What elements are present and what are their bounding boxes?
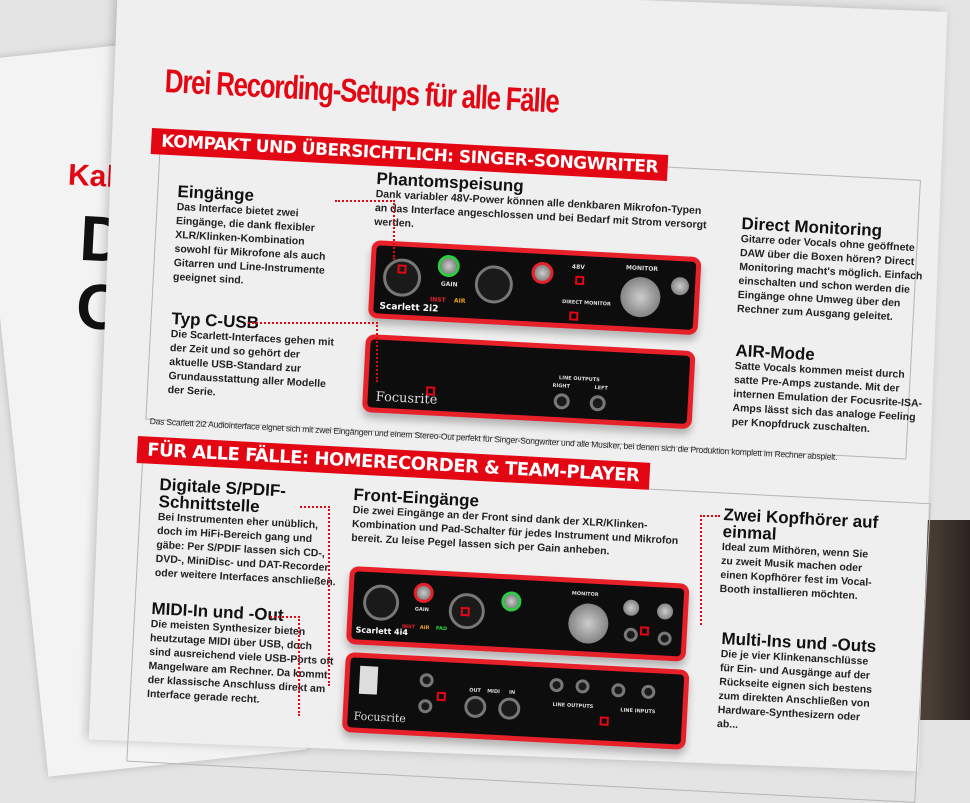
callout-text: Gitarre oder Vocals ohne geöffnete DAW ü… bbox=[736, 232, 923, 324]
left-label: LEFT bbox=[594, 385, 609, 392]
leader-line bbox=[270, 616, 300, 716]
line-in-jack bbox=[640, 684, 656, 700]
inst-label: INST bbox=[429, 296, 446, 304]
callout-kopfhoerer: Zwei Kopfhörer auf einmal Ideal zum Mith… bbox=[719, 505, 883, 604]
phantom-label: 48V bbox=[571, 263, 586, 272]
headphone-level-knob bbox=[670, 276, 690, 296]
air-label: AIR bbox=[453, 297, 466, 305]
line-out-left-jack bbox=[589, 394, 607, 412]
callout-marker bbox=[639, 626, 650, 636]
midi-in-label: IN bbox=[508, 689, 516, 696]
device-model-label: Scarlett 4i4 bbox=[355, 625, 409, 638]
callout-multi-ins-outs: Multi-Ins und -Outs Die je vier Klinkena… bbox=[716, 629, 882, 739]
monitor-knob bbox=[567, 602, 610, 645]
callout-marker bbox=[397, 264, 407, 274]
line-out-jack bbox=[575, 679, 590, 694]
gain-knob-2 bbox=[500, 590, 522, 613]
callout-marker bbox=[460, 606, 471, 617]
callout-direct-monitoring: Direct Monitoring Gitarre oder Vocals oh… bbox=[736, 214, 932, 326]
right-label: RIGHT bbox=[552, 382, 571, 390]
monitor-label: MONITOR bbox=[571, 590, 599, 599]
device-model-label: Scarlett 2i2 bbox=[379, 301, 439, 315]
callout-marker bbox=[599, 716, 609, 726]
brand-logo: Focusrite bbox=[353, 709, 407, 726]
callout-marker bbox=[569, 311, 579, 321]
leader-line bbox=[700, 515, 720, 625]
gain-knob-2 bbox=[530, 261, 555, 285]
spdif-in-jack bbox=[417, 698, 433, 714]
headphone-1-jack bbox=[623, 627, 639, 643]
callout-text: Das Interface bietet zwei Eingänge, die … bbox=[172, 200, 326, 287]
spdif-out-jack bbox=[419, 672, 434, 688]
gain-knob-1 bbox=[413, 582, 435, 604]
gain-label: GAIN bbox=[414, 606, 429, 614]
line-inputs-label: LINE INPUTS bbox=[620, 707, 656, 716]
headphone-2-knob bbox=[656, 603, 674, 620]
usb-c-marker bbox=[425, 386, 436, 396]
power-switch bbox=[358, 665, 379, 695]
gain-knob-1 bbox=[437, 254, 461, 278]
line-outputs-label: LINE OUTPUTS bbox=[558, 375, 600, 384]
monitor-knob bbox=[619, 276, 662, 319]
callout-marker bbox=[574, 275, 585, 286]
xlr-combo-jack-2 bbox=[473, 264, 514, 305]
line-out-right-jack bbox=[553, 392, 571, 410]
callout-marker bbox=[436, 691, 447, 702]
callout-text: Ideal zum Mithören, wenn Sie zu zweit Mu… bbox=[719, 540, 872, 603]
callout-air-mode: AIR-Mode Satte Vocals kommen meist durch… bbox=[731, 341, 925, 439]
xlr-combo-jack-1 bbox=[362, 583, 401, 622]
air-label: AIR bbox=[419, 624, 430, 632]
line-in-jack bbox=[611, 682, 626, 698]
monitor-label: MONITOR bbox=[625, 264, 659, 274]
inst-label: INST bbox=[401, 623, 416, 631]
leader-line bbox=[300, 506, 330, 686]
midi-label: MIDI bbox=[486, 688, 501, 696]
headphone-2-jack bbox=[657, 631, 672, 646]
leader-line bbox=[335, 200, 395, 260]
callout-text: Satte Vocals kommen meist durch satte Pr… bbox=[731, 359, 923, 436]
leader-line bbox=[248, 322, 378, 382]
direct-monitor-label: DIRECT MONITOR bbox=[561, 299, 611, 308]
midi-out-port bbox=[463, 695, 487, 719]
line-outputs-label: LINE OUTPUTS bbox=[552, 701, 594, 711]
gain-label: GAIN bbox=[440, 280, 458, 289]
callout-text: Die je vier Klinkenanschlüsse für Ein- u… bbox=[716, 647, 873, 731]
pad-label: PAD bbox=[435, 625, 448, 633]
midi-out-label: OUT bbox=[468, 687, 482, 695]
headphone-1-knob bbox=[622, 599, 640, 617]
line-out-jack bbox=[549, 677, 564, 693]
callout-eingaenge: Eingänge Das Interface bietet zwei Eingä… bbox=[172, 182, 343, 292]
